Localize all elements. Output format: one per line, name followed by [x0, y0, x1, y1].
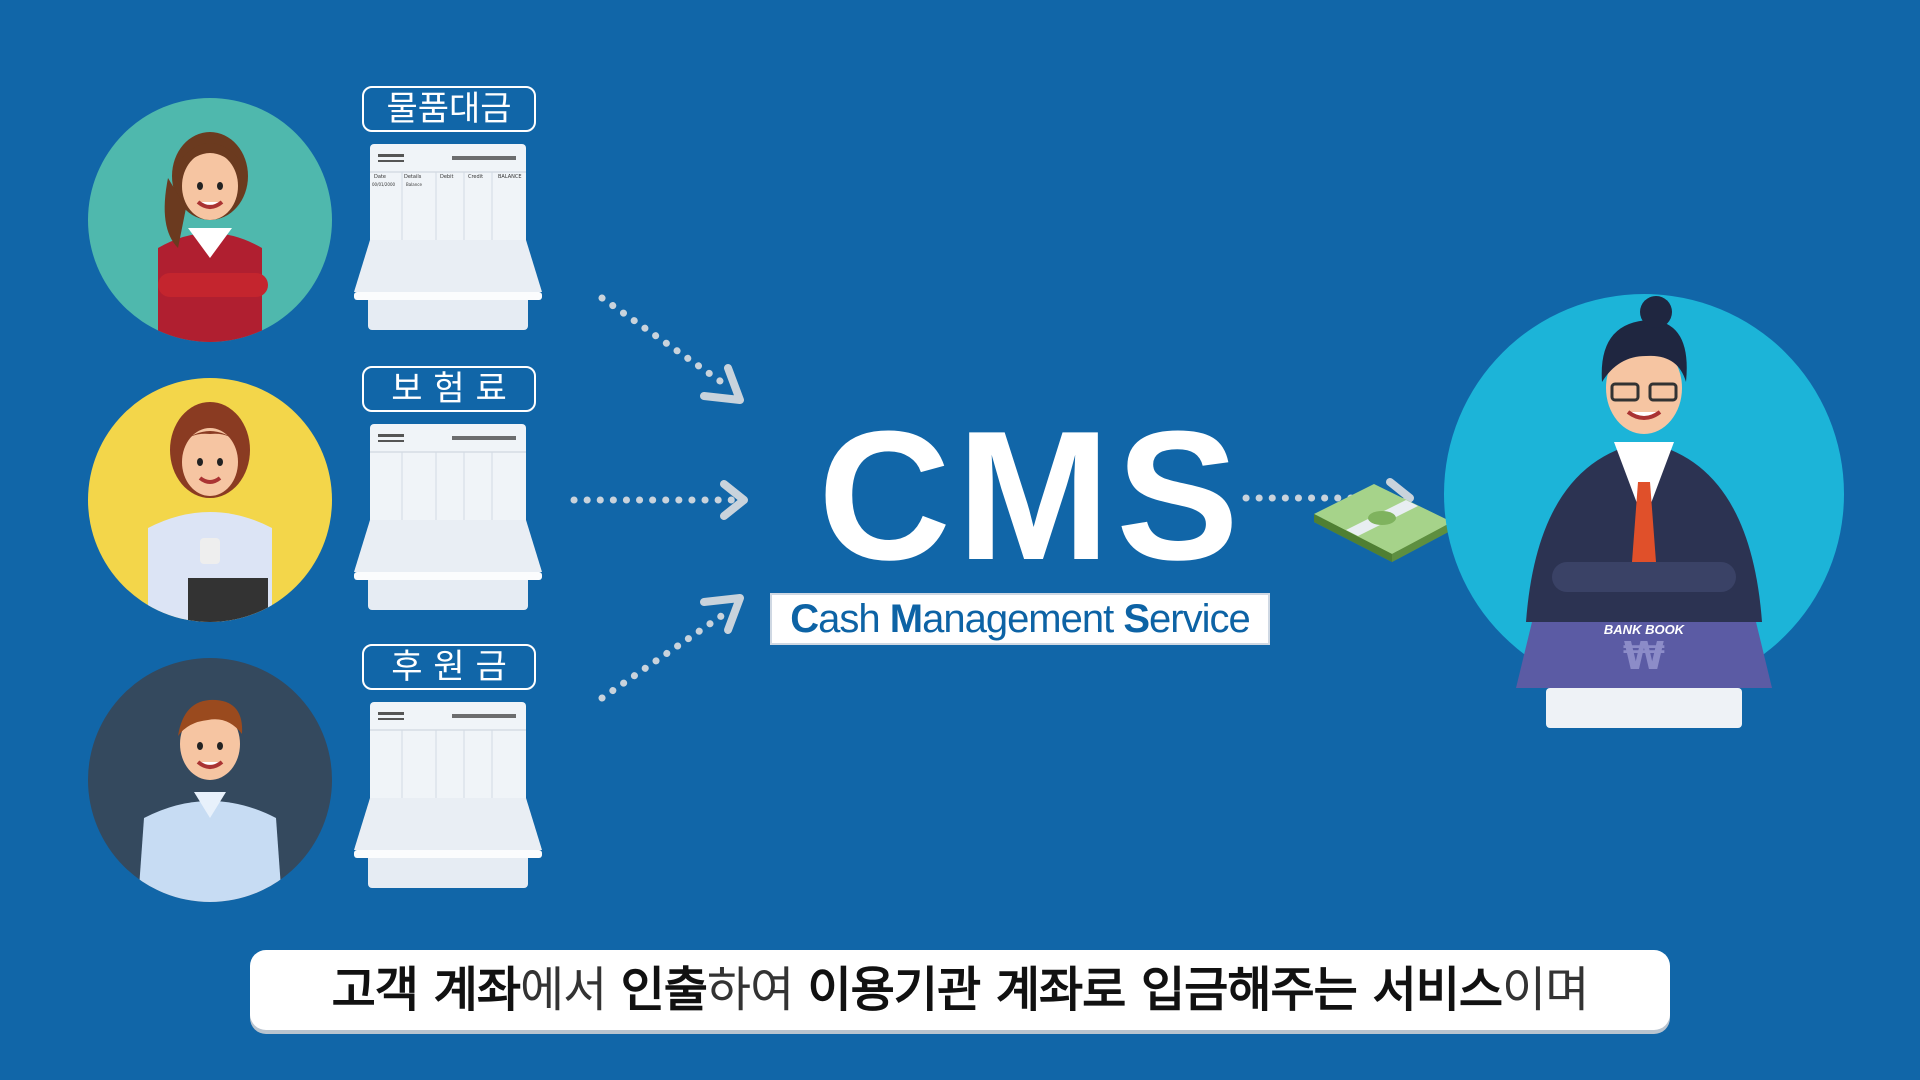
caption-part-and: 하여: [706, 962, 808, 1018]
label-goods-payment: 물품대금: [362, 86, 536, 132]
cms-subtitle: Cash Management Service: [770, 593, 1270, 645]
ledger-header: Debit: [440, 174, 453, 180]
cms-subtitle-m: M: [889, 597, 923, 641]
ledger-date: 00/01/2000: [372, 182, 396, 187]
bank-officer-illustration: BANK BOOK ₩: [1442, 292, 1846, 732]
label-insurance: 보 험 료: [362, 366, 536, 412]
ledger-header: BALANCE: [498, 174, 522, 180]
ledger-book-1: Date Details Debit Credit BALANCE 00/01/…: [352, 144, 544, 334]
cms-subtitle-cash: ash: [818, 597, 890, 641]
cms-subtitle-service: ervice: [1149, 597, 1251, 641]
cms-subtitle-c: C: [790, 597, 819, 641]
ledger-detail: Balance: [406, 182, 422, 187]
customer-avatar-woman-yellow: [88, 378, 332, 622]
ledger-book-3: [352, 702, 544, 892]
ledger-book-2: [352, 424, 544, 614]
caption-part-from: 에서: [520, 962, 621, 1018]
cms-subtitle-management: anagement: [922, 597, 1124, 641]
caption-part-service: 이용기관 계좌로 입금해주는 서비스: [807, 962, 1503, 1018]
cms-title: CMS: [818, 392, 1245, 598]
dotted-arrow-diagonal-down-icon: [598, 294, 744, 404]
dotted-arrow-right-icon: [570, 480, 748, 520]
ledger-header: Date: [374, 174, 386, 180]
dotted-arrow-diagonal-up-icon: [598, 594, 744, 702]
ledger-header: Credit: [468, 174, 483, 180]
caption-part-withdraw: 인출: [620, 962, 708, 1018]
won-currency-icon: ₩: [1623, 634, 1665, 678]
customer-avatar-woman-red: [88, 98, 332, 342]
caption-bar: 고객 계좌에서 인출하여 이용기관 계좌로 입금해주는 서비스이며: [250, 950, 1670, 1030]
ledger-header: Details: [404, 174, 422, 180]
bankbook-label: BANK BOOK: [1603, 622, 1685, 637]
money-stack-icon: [1314, 484, 1452, 562]
caption-part-ending: 이며: [1502, 962, 1589, 1018]
cms-subtitle-s: S: [1123, 597, 1150, 641]
caption-part-customer-account: 고객 계좌: [331, 962, 521, 1018]
label-donation: 후 원 금: [362, 644, 536, 690]
customer-avatar-man: [88, 658, 332, 902]
